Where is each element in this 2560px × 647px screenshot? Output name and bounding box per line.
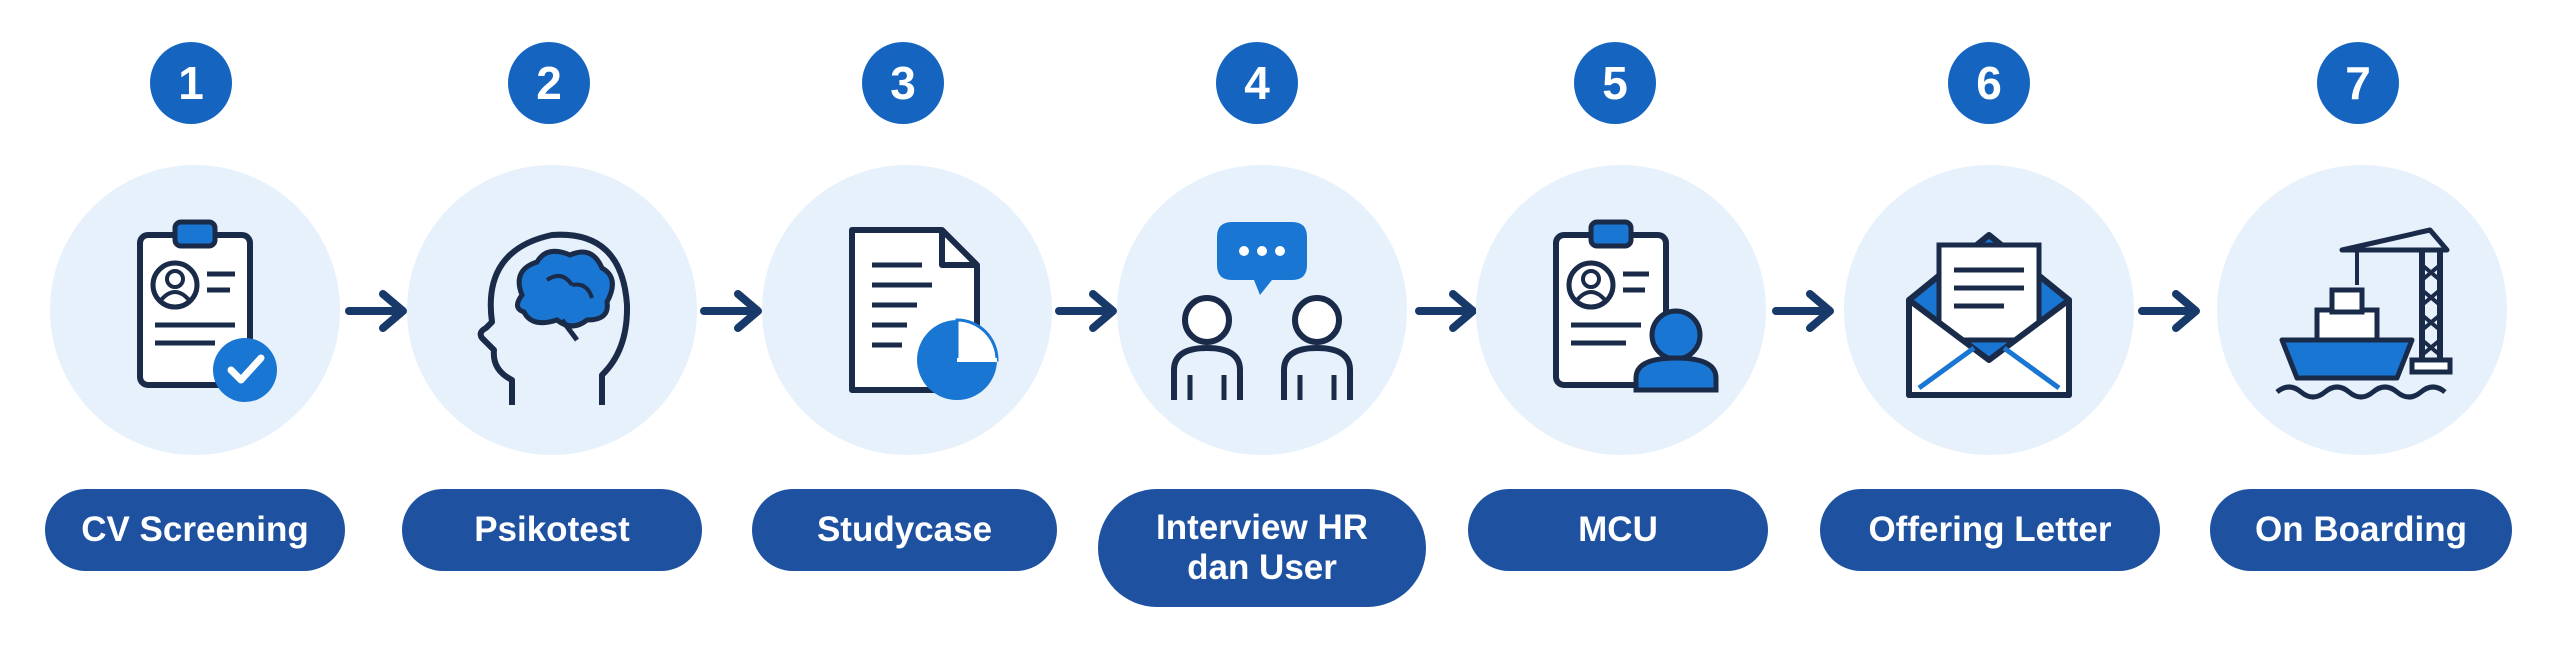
clipboard-check-icon	[137, 219, 277, 402]
document-chart-icon	[849, 227, 999, 400]
step-icon-disc	[50, 165, 340, 455]
arrow-right-icon	[1055, 290, 1117, 332]
step-number-badge: 3	[862, 42, 944, 124]
step-icon-disc	[1476, 165, 1766, 455]
step-label-pill: MCU	[1468, 489, 1768, 571]
step-number-badge: 6	[1948, 42, 2030, 124]
step-icon-disc	[1844, 165, 2134, 455]
arrow-right-icon	[1415, 290, 1477, 332]
step-offering-letter: 6 Offering Letter	[1810, 0, 2170, 647]
step-mcu: 5 MCU	[1440, 0, 1800, 647]
step-number-badge: 1	[150, 42, 232, 124]
ship-crane-icon	[2275, 227, 2453, 400]
step-icon-disc	[2217, 165, 2507, 455]
step-number-badge: 4	[1216, 42, 1298, 124]
arrow-right-icon	[700, 290, 762, 332]
step-label-pill: On Boarding	[2210, 489, 2512, 571]
step-number-badge: 7	[2317, 42, 2399, 124]
step-number-badge: 5	[1574, 42, 1656, 124]
step-psikotest: 2 Psikotest	[372, 0, 732, 647]
step-on-boarding: 7 On Boarding	[2180, 0, 2540, 647]
step-label-pill: CV Screening	[45, 489, 345, 571]
step-label-pill: Studycase	[752, 489, 1057, 571]
step-interview: 4 Interview HR dan User	[1082, 0, 1442, 647]
step-icon-disc	[407, 165, 697, 455]
step-label-line-2: dan User	[1187, 548, 1337, 587]
step-cv-screening: 1 CV Screening	[15, 0, 375, 647]
step-label-line-1: Interview HR	[1156, 507, 1368, 547]
step-studycase: 3 Studycase	[725, 0, 1085, 647]
clipboard-person-icon	[1553, 219, 1719, 393]
step-icon-disc	[1117, 165, 1407, 455]
envelope-letter-icon	[1906, 232, 2072, 398]
step-number-badge: 2	[508, 42, 590, 124]
head-brain-icon	[477, 231, 631, 405]
arrow-right-icon	[345, 290, 407, 332]
arrow-right-icon	[2138, 290, 2200, 332]
interview-people-icon	[1171, 222, 1353, 400]
arrow-right-icon	[1772, 290, 1834, 332]
step-icon-disc	[762, 165, 1052, 455]
step-label-pill: Offering Letter	[1820, 489, 2160, 571]
step-label-pill: Interview HR dan User	[1098, 489, 1426, 607]
step-label-pill: Psikotest	[402, 489, 702, 571]
